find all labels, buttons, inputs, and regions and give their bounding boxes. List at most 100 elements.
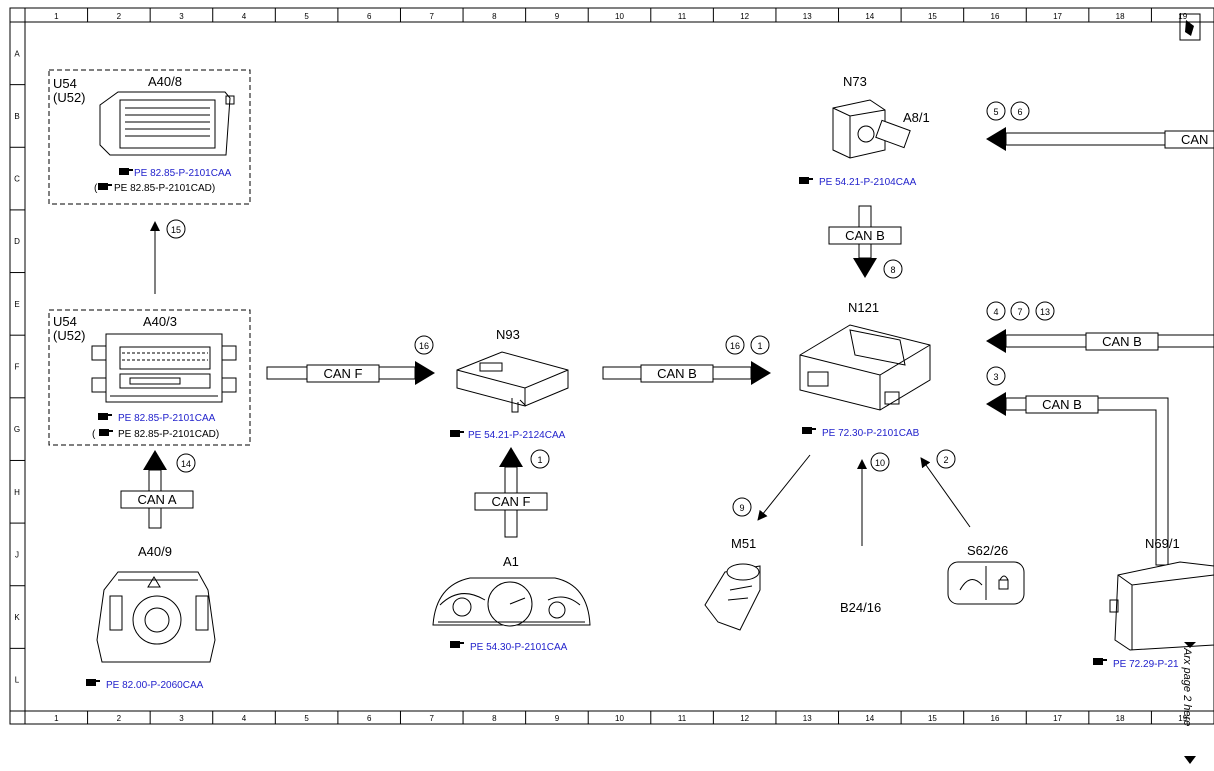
n73-ignition-switch-icon (832, 99, 911, 159)
grid-column-label: 16 (991, 12, 1000, 21)
callout-3: 3 (986, 366, 1006, 386)
hand-pointer-icon (86, 679, 100, 686)
grid-row-label: G (14, 425, 20, 434)
callout-13: 13 (1035, 301, 1055, 321)
grid-column-label: 7 (430, 714, 435, 723)
u54-top-ref1[interactable]: PE 82.85-P-2101CAA (134, 168, 232, 179)
svg-text:9: 9 (739, 503, 744, 513)
n69-1-module-icon (1109, 561, 1214, 651)
a8-1-label: A8/1 (903, 110, 930, 125)
callout-4: 4 (986, 301, 1006, 321)
svg-text:1: 1 (537, 455, 542, 465)
callout-9: 9 (732, 497, 752, 517)
can-f-bottom-label: CAN F (492, 494, 531, 509)
b24-16-label: B24/16 (840, 600, 881, 615)
grid-column-label: 11 (678, 714, 687, 723)
grid-column-label: 5 (304, 12, 309, 21)
can-a-bus: CAN A (120, 450, 194, 529)
grid-row-label: B (14, 112, 19, 121)
page-corner-icon (1179, 13, 1201, 41)
grid-column-label: 3 (179, 714, 184, 723)
grid-row-label: L (15, 676, 20, 685)
callout-8: 8 (883, 259, 903, 279)
can-top-right-bus: CAN (986, 127, 1214, 151)
grid-column-label: 9 (555, 714, 560, 723)
can-top-right-label: CAN (1181, 132, 1208, 147)
grid-column-label: 12 (740, 12, 749, 21)
n121-ref[interactable]: PE 72.30-P-2101CAB (822, 428, 920, 439)
u54-mid-alt-label: (U52) (53, 328, 86, 343)
grid-column-label: 15 (928, 714, 937, 723)
svg-text:16: 16 (419, 341, 429, 351)
a40-3-label: A40/3 (143, 314, 177, 329)
u54-mid-module: U54 (U52) A40/3 PE 82.85-P-2101CAA ( PE … (48, 309, 251, 446)
a1-instrument-cluster-icon (432, 577, 591, 627)
grid-column-label: 16 (991, 714, 1000, 723)
svg-text:5: 5 (993, 107, 998, 117)
callout-6: 6 (1010, 101, 1030, 121)
grid-row-label: F (15, 363, 20, 372)
svg-text:15: 15 (171, 225, 181, 235)
a40-9-switch-unit-icon (96, 571, 216, 663)
grid-column-label: 1 (54, 12, 59, 21)
link-9-arrow (757, 454, 811, 521)
grid-row-label: D (14, 237, 20, 246)
grid-column-label: 10 (615, 714, 624, 723)
n93-label: N93 (496, 327, 520, 342)
grid-column-label: 8 (492, 714, 497, 723)
n93-module-icon (456, 351, 569, 413)
s62-26-label: S62/26 (967, 543, 1008, 558)
grid-column-label: 2 (117, 12, 122, 21)
svg-text:6: 6 (1017, 107, 1022, 117)
callout-5: 5 (986, 101, 1006, 121)
can-b-n73-bus: CAN B (828, 205, 902, 278)
callout-16b: 16 (725, 335, 745, 355)
grid-column-label: 10 (615, 12, 624, 21)
n73-ref[interactable]: PE 54.21-P-2104CAA (819, 177, 917, 188)
grid-column-label: 14 (865, 714, 874, 723)
can-b-right2-label: CAN B (1042, 397, 1082, 412)
svg-text:8: 8 (890, 265, 895, 275)
callout-7: 7 (1010, 301, 1030, 321)
callout-14: 14 (176, 453, 196, 473)
grid-column-label: 4 (242, 714, 247, 723)
can-f-top-bus: CAN F (266, 361, 435, 385)
hand-pointer-icon (119, 168, 133, 175)
svg-text:13: 13 (1040, 307, 1050, 317)
grid-column-label: 5 (304, 714, 309, 723)
can-b-mid-bus: CAN B (602, 361, 771, 385)
grid-column-label: 17 (1053, 12, 1062, 21)
grid-column-label: 4 (242, 12, 247, 21)
grid-column-label: 13 (803, 12, 812, 21)
svg-text:16: 16 (730, 341, 740, 351)
grid-row-label: H (14, 488, 20, 497)
u54-top-alt-label: (U52) (53, 90, 86, 105)
callout-16a: 16 (414, 335, 434, 355)
a40-8-label: A40/8 (148, 74, 182, 89)
n69-1-ref[interactable]: PE 72.29-P-21 (1113, 659, 1179, 670)
grid-column-label: 1 (54, 714, 59, 723)
a40-8-display-icon (99, 91, 235, 156)
n121-control-unit-icon (799, 324, 931, 411)
grid-column-label: 15 (928, 12, 937, 21)
grid-row-label: E (14, 300, 19, 309)
a40-9-ref[interactable]: PE 82.00-P-2060CAA (106, 680, 204, 691)
svg-text:2: 2 (943, 455, 948, 465)
u54-mid-ref1[interactable]: PE 82.85-P-2101CAA (118, 413, 216, 424)
side-note-text: Arx page 2 here (1181, 647, 1193, 726)
s62-26-switch-icon (947, 561, 1025, 605)
m51-motor-icon (704, 563, 761, 631)
grid-column-label: 6 (367, 714, 372, 723)
a1-ref[interactable]: PE 54.30-P-2101CAA (470, 642, 568, 653)
can-b-right2-bus: CAN B (986, 392, 1169, 566)
can-f-top-label: CAN F (324, 366, 363, 381)
n93-ref[interactable]: PE 54.21-P-2124CAA (468, 430, 566, 441)
grid-column-label: 18 (1116, 12, 1125, 21)
grid-row-label: C (14, 175, 20, 184)
svg-text:14: 14 (181, 459, 191, 469)
side-note-arrow-bottom-icon (1184, 756, 1196, 764)
n73-label: N73 (843, 74, 867, 89)
svg-text:7: 7 (1017, 307, 1022, 317)
hand-pointer-icon (450, 430, 464, 437)
